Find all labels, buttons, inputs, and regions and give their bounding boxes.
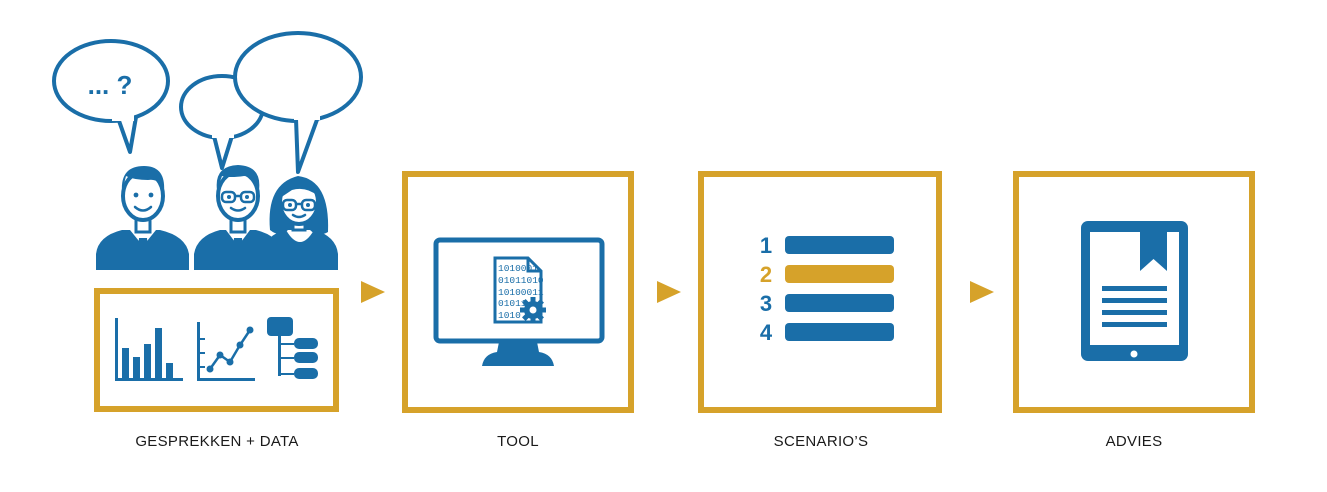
step-label-gesprekken-data: GESPREKKEN + DATA [135,433,299,450]
scenario-bar-highlight [785,265,894,283]
rank-number: 2 [760,262,772,287]
arrow-right-icon [361,281,385,303]
tool-box [402,171,634,413]
scenario-bar [785,323,894,341]
arrow-right-icon [657,281,681,303]
step-label-tool: TOOL [497,433,539,450]
ranked-list-icon: 1 2 3 4 [760,233,894,345]
scenarios-box [698,171,942,413]
person-man-glasses-icon [194,165,282,270]
gear-icon [520,297,546,323]
rank-number: 3 [760,291,772,316]
data-box [94,288,339,412]
person-man-icon [96,166,189,270]
rank-number: 1 [760,233,772,258]
binary-line: 10100011 [498,287,544,298]
scenario-bar [785,294,894,312]
rank-number: 4 [760,320,773,345]
person-woman-icon [262,176,338,270]
speech-bubble-icon: ... ? [52,39,170,154]
people-group-icon: ... ? [52,31,363,270]
computer-monitor-icon [433,237,605,366]
bar-chart-icon [115,318,183,381]
binary-line: 1010001 [498,263,538,274]
arrow-right-icon [970,281,994,303]
speech-bubble-text: ... ? [88,70,133,100]
step-label-advies: ADVIES [1105,433,1163,450]
binary-line: 01011 [498,298,527,309]
binary-line: 01011010 [498,275,544,286]
binary-line: 1010 [498,310,521,321]
step-label-scenarios: SCENARIO’S [773,433,869,450]
line-chart-icon [197,322,255,381]
bookmark-icon [1140,230,1167,271]
scenario-bar [785,236,894,254]
advice-box [1013,171,1255,413]
tablet-document-icon [1081,221,1188,361]
org-chart-icon [267,317,318,379]
speech-bubble-large-icon [233,31,363,174]
